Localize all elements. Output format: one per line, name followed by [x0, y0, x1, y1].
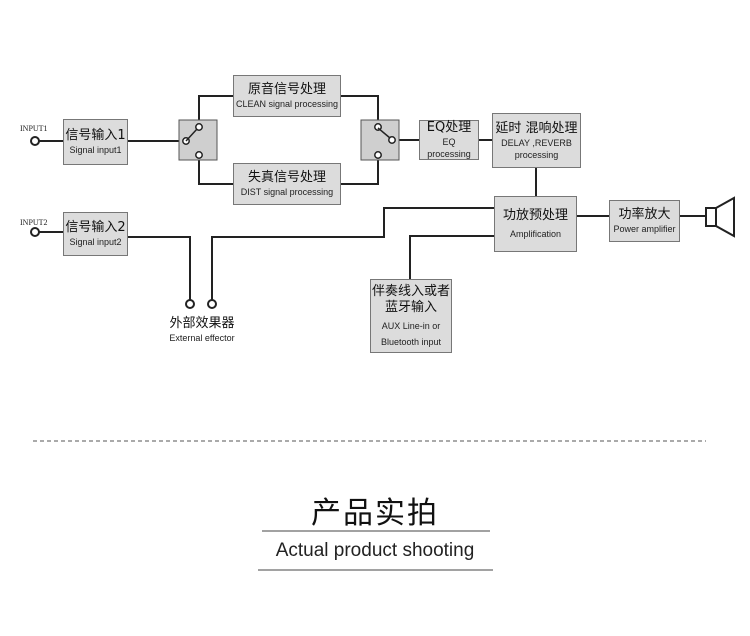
clean-to-switch-wire [341, 95, 379, 121]
signal-input1-en: Signal input1 [69, 145, 122, 155]
power-zh: 功率放大 [618, 207, 671, 222]
external-effector-label: 外部效果器 External effector [150, 316, 254, 344]
selector-switch-left [178, 119, 218, 161]
signal-input1-zh: 信号输入1 [65, 128, 126, 143]
clean-zh: 原音信号处理 [247, 82, 326, 97]
eq-en: EQ processing [427, 137, 471, 159]
input2-label: INPUT2 [20, 218, 48, 227]
amp-en: Amplification [509, 229, 562, 239]
section-subtitle: Actual product shooting [275, 540, 475, 561]
dist-zh: 失真信号处理 [247, 170, 326, 185]
power-amplifier-block: 功率放大 Power amplifier [609, 200, 680, 242]
input2-to-effector-wire [128, 236, 191, 300]
signal-input2-block: 信号输入2 Signal input2 [63, 212, 128, 256]
delay-reverb-block: 延时 混响处理 DELAY ,REVERB processing [492, 113, 581, 168]
signal-input1-block: 信号输入1 Signal input1 [63, 119, 128, 165]
dist-to-switch-wire [341, 158, 379, 185]
input1-jack-icon [30, 136, 40, 146]
switch-to-dist-wire [198, 155, 233, 185]
dist-en: DIST signal processing [240, 187, 334, 197]
selector-switch-right [360, 119, 400, 161]
dist-processing-block: 失真信号处理 DIST signal processing [233, 163, 341, 205]
effector-return-jack-icon [207, 299, 217, 309]
aux-en2: Bluetooth input [380, 337, 442, 347]
section-title: 产品实拍 [311, 496, 439, 531]
effector-return-wire [211, 207, 494, 300]
aux-bluetooth-input-block: 伴奏线入或者 蓝牙输入 AUX Line-in or Bluetooth inp… [370, 279, 452, 353]
input2-jack-icon [30, 227, 40, 237]
delay-en1: DELAY ,REVERB [501, 137, 572, 148]
signal-input2-zh: 信号输入2 [65, 220, 126, 235]
power-en: Power amplifier [613, 224, 676, 234]
aux-to-amp-wire [409, 235, 494, 279]
switch-to-clean-wire [198, 95, 233, 127]
aux-en1: AUX Line-in or [381, 321, 441, 331]
aux-zh2: 蓝牙输入 [384, 300, 437, 315]
aux-zh1: 伴奏线入或者 [371, 284, 450, 299]
input1-label: INPUT1 [20, 124, 48, 133]
external-effector-zh: 外部效果器 [169, 316, 235, 331]
signal-input2-en: Signal input2 [69, 237, 122, 247]
speaker-icon [705, 196, 735, 238]
delay-zh: 延时 混响处理 [495, 120, 578, 136]
external-effector-en: External effector [169, 333, 235, 343]
clean-processing-block: 原音信号处理 CLEAN signal processing [233, 75, 341, 117]
delay-en2: processing [514, 149, 559, 160]
effector-send-jack-icon [185, 299, 195, 309]
eq-zh: EQ处理 [426, 120, 472, 135]
amp-zh: 功放预处理 [502, 208, 568, 223]
amplification-block: 功放预处理 Amplification [494, 196, 577, 252]
eq-processing-block: EQ处理 EQ processing [419, 120, 479, 160]
clean-en: CLEAN signal processing [235, 99, 339, 109]
